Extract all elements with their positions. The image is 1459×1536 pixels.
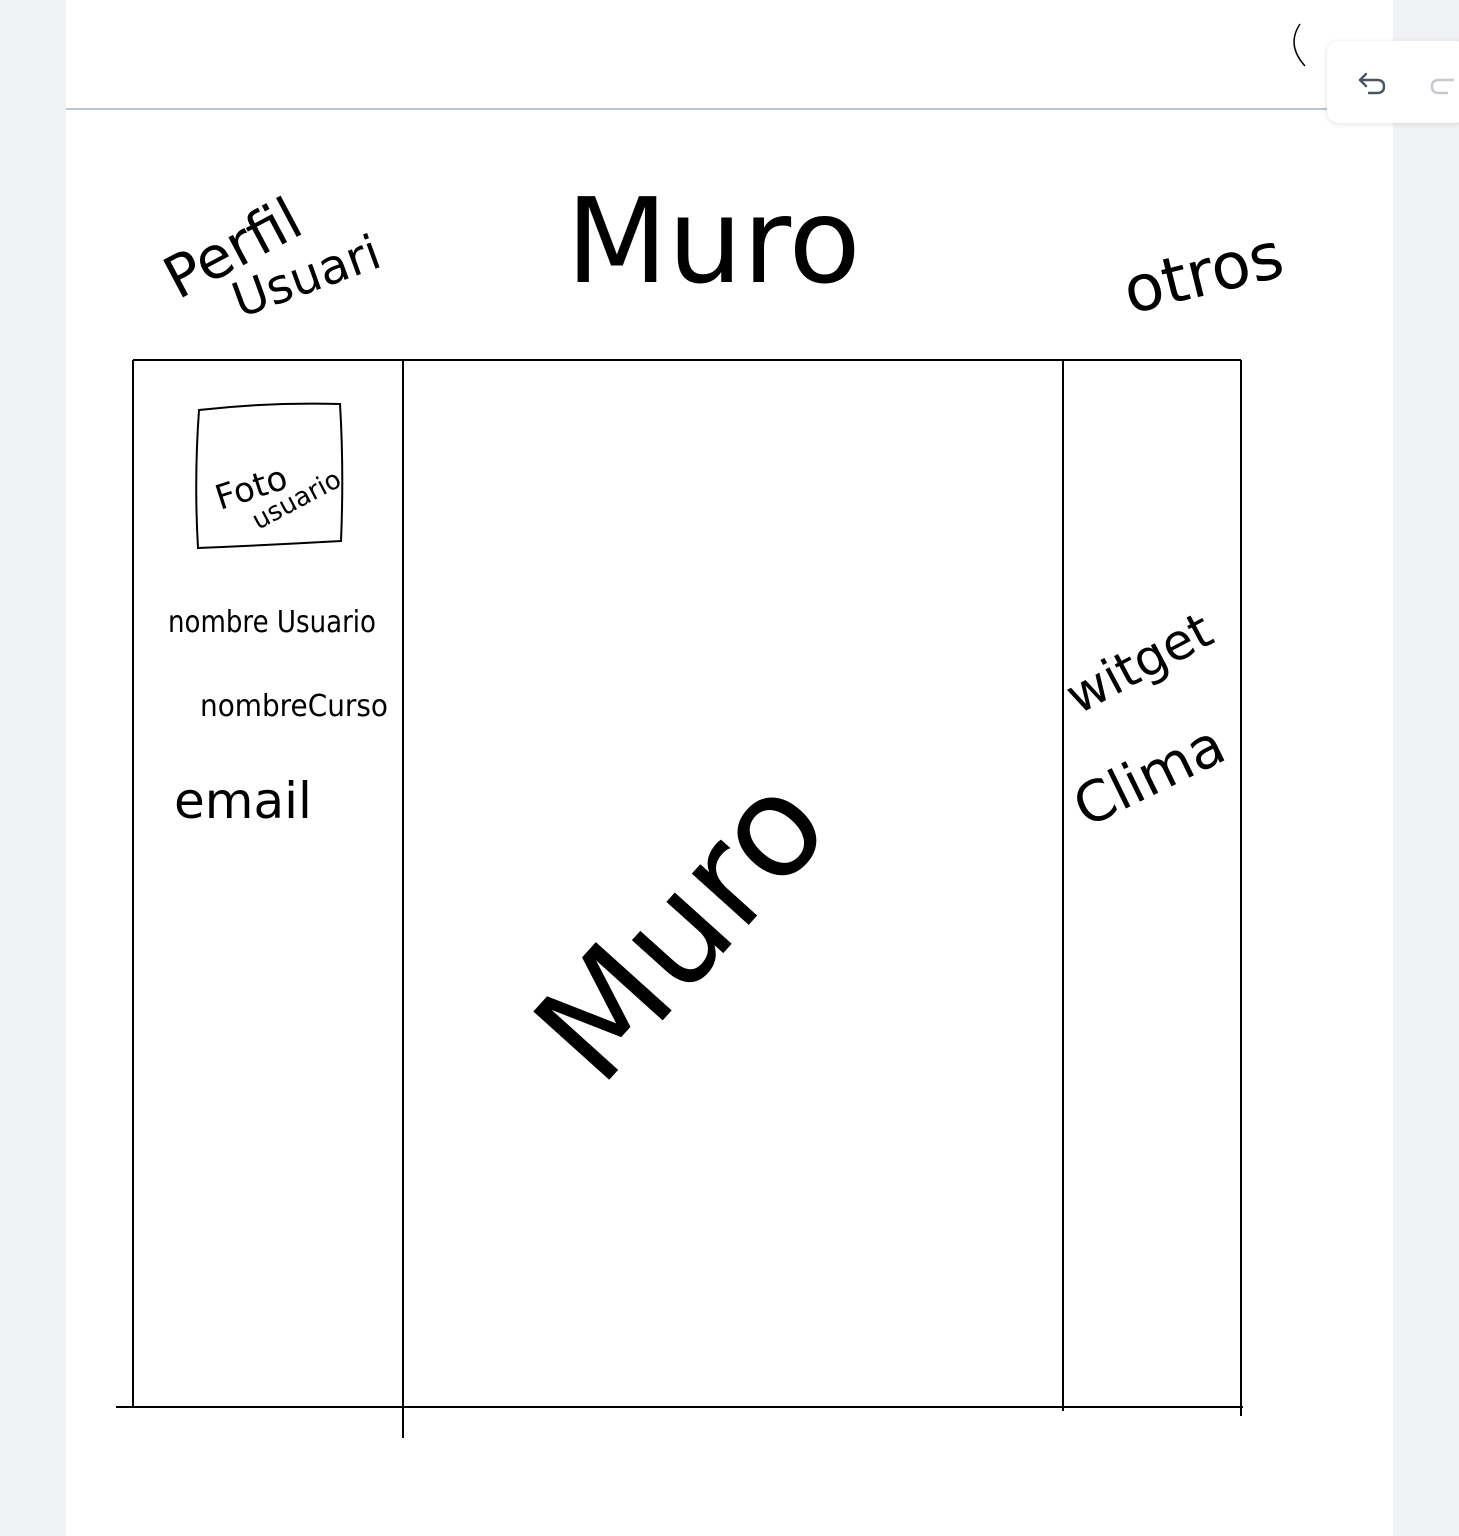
note-page[interactable] [66, 0, 1393, 1536]
layout-frame [116, 359, 1243, 1438]
undo-icon [1358, 72, 1386, 95]
page-header-divider [66, 108, 1328, 110]
undo-button[interactable] [1353, 63, 1393, 103]
field-nombre-curso: nombreCurso [200, 689, 388, 724]
field-nombre-usuario: nombre Usuario [168, 605, 376, 640]
wall-label: Muro [504, 744, 859, 1113]
history-toolbar [1327, 41, 1459, 123]
redo-button[interactable] [1423, 63, 1459, 103]
heading-muro: Muro [566, 172, 861, 310]
stray-stroke [1293, 23, 1306, 67]
redo-icon [1430, 78, 1455, 95]
user-photo-box [195, 402, 344, 550]
widget-label-clima: Clima [1064, 712, 1235, 840]
heading-otros: otros [1116, 219, 1291, 330]
widget-label-witget: witget [1056, 601, 1221, 726]
field-email: email [174, 772, 312, 830]
